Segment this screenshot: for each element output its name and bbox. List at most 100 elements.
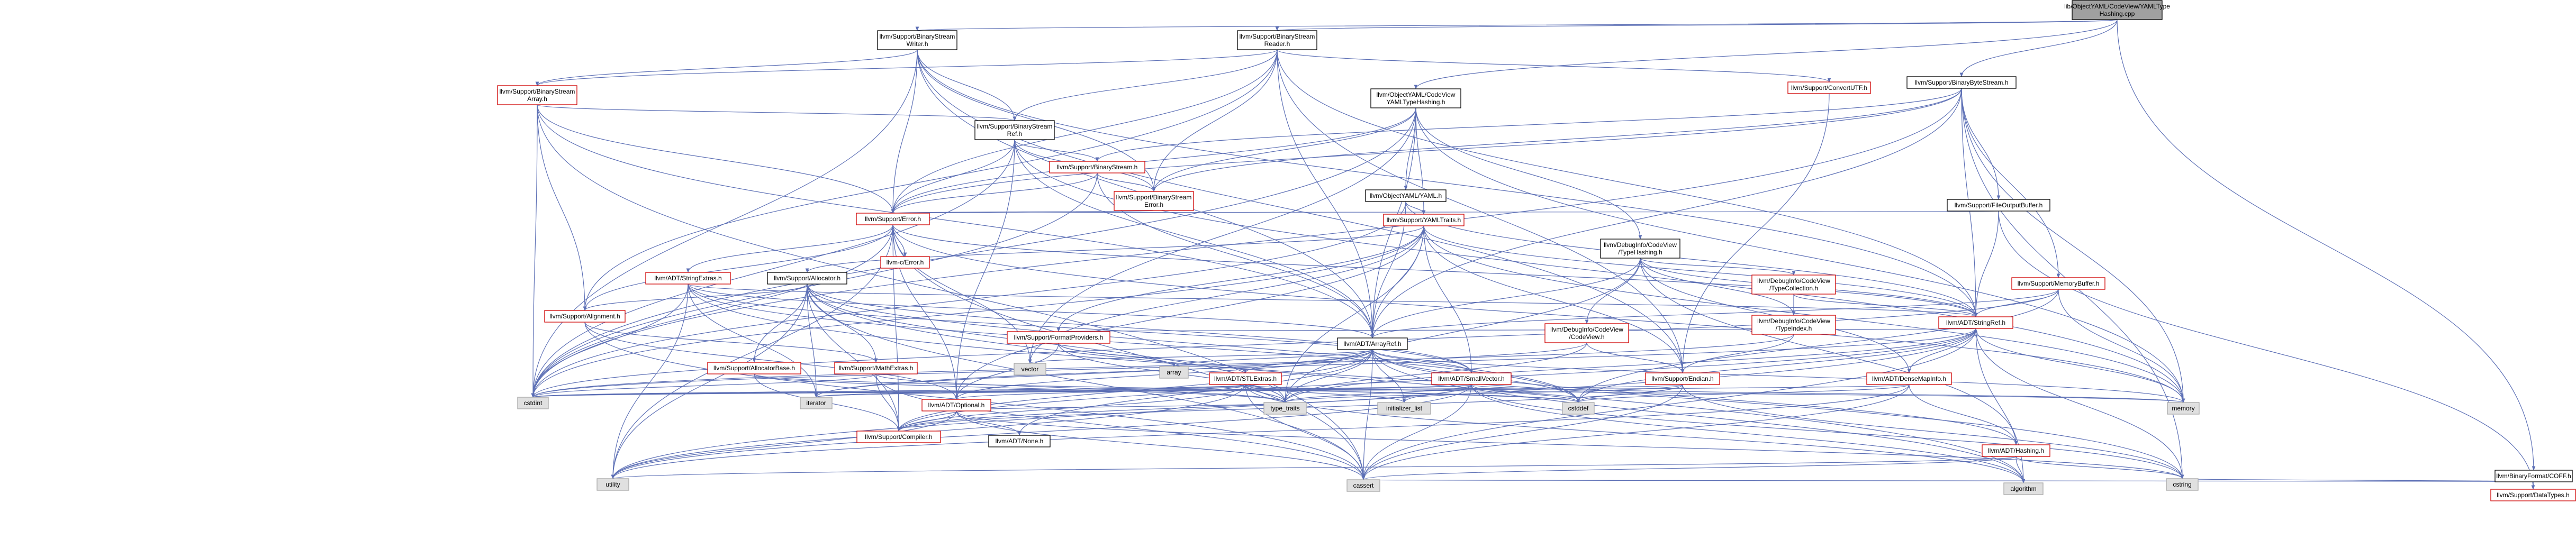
node-box — [1431, 372, 1512, 385]
header-node-llvm-support-memorybuffer-h[interactable]: llvm/Support/MemoryBuffer.h — [2011, 277, 2105, 290]
header-node-llvm-adt-none-h[interactable]: llvm/ADT/None.h — [988, 435, 1051, 447]
node-label: llvm/Support/MemoryBuffer.h — [2018, 280, 2100, 287]
edge-stlextras-to-cstddef — [1245, 384, 1580, 403]
header-node-llvm-support-mathextras-h[interactable]: llvm/Support/MathExtras.h — [834, 362, 918, 374]
node-label: llvm-c/Error.h — [887, 259, 924, 266]
edge-fob-to-stringref — [1974, 211, 1999, 317]
node-label: llvm/ADT/None.h — [996, 437, 1044, 445]
node-box — [1751, 315, 1836, 335]
header-node-llvm-support-formatproviders-h[interactable]: llvm/Support/FormatProviders.h — [1007, 331, 1110, 344]
header-node-llvm-adt-hashing-h[interactable]: llvm/ADT/Hashing.h — [1982, 444, 2050, 457]
node-box — [1906, 76, 2017, 89]
header-node-memory: memory — [2167, 402, 2200, 415]
node-label: memory — [2172, 405, 2194, 412]
edge-stringref-to-cstddef — [1576, 328, 1976, 403]
header-node-llvm-adt-optional-h[interactable]: llvm/ADT/Optional.h — [921, 399, 991, 411]
edge-oyaml-to-yamltraits — [1405, 201, 1426, 215]
header-node-llvm-adt-stringref-h[interactable]: llvm/ADT/StringRef.h — [1938, 316, 2013, 329]
header-node-llvm-objectyaml-yaml-h[interactable]: llvm/ObjectYAML/YAML.h — [1365, 189, 1447, 202]
edge-membuf-to-cstddef — [1576, 289, 2059, 403]
header-node-llvm-support-alignment-h[interactable]: llvm/Support/Alignment.h — [544, 310, 626, 323]
header-node-llvm-support-error-h[interactable]: llvm/Support/Error.h — [856, 213, 930, 225]
header-node-llvm-adt-stringextras-h[interactable]: llvm/ADT/StringExtras.h — [645, 272, 731, 285]
edge-arrayref-to-hashing — [1372, 349, 2018, 445]
header-node-cstddef: cstddef — [1562, 402, 1595, 415]
node-box — [544, 310, 626, 323]
edge-stringextras-to-arrayref — [688, 283, 1375, 339]
edge-bsw-to-bsref — [917, 49, 1017, 121]
node-box — [1014, 363, 1046, 376]
node-label: llvm/Support/BinaryStream — [1116, 194, 1192, 201]
header-node-lib-objectyaml-codeview-yamltype-hashing-cpp[interactable]: lib/ObjectYAML/CodeView/YAMLTypeHashing.… — [2064, 0, 2170, 20]
header-node-llvm-support-yamltraits-h[interactable]: llvm/Support/YAMLTraits.h — [1383, 214, 1465, 226]
edge-smallvec-to-initlist — [1402, 384, 1472, 403]
header-node-llvm-support-binarystream-h[interactable]: llvm/Support/BinaryStream.h — [1049, 161, 1145, 173]
header-node-cassert: cassert — [1346, 479, 1380, 492]
header-nodes: lib/ObjectYAML/CodeView/YAMLTypeHashing.… — [497, 0, 2576, 501]
header-node-llvm-support-allocatorbase-h[interactable]: llvm/Support/AllocatorBase.h — [707, 362, 801, 374]
header-node-llvm-c-error-h[interactable]: llvm-c/Error.h — [880, 256, 930, 269]
header-node-llvm-adt-smallvector-h[interactable]: llvm/ADT/SmallVector.h — [1431, 372, 1512, 385]
edge-bbs-to-arrayref — [1370, 88, 1962, 339]
edge-bbs-to-bstream — [1095, 88, 1962, 162]
edge-bsa-to-cassert — [537, 104, 1366, 480]
node-label: /TypeHashing.h — [1618, 249, 1662, 256]
node-label: utility — [605, 481, 620, 488]
node-box — [1982, 444, 2050, 457]
edge-stringref-to-cassert — [1361, 328, 1976, 480]
header-node-llvm-support-fileoutputbuffer-h[interactable]: llvm/Support/FileOutputBuffer.h — [1947, 199, 2050, 212]
edge-endian-to-typetraits — [1283, 384, 1683, 403]
node-box — [1544, 323, 1629, 343]
node-label: llvm/BinaryFormat/COFF.h — [2496, 472, 2571, 480]
header-node-llvm-adt-stlextras-h[interactable]: llvm/ADT/STLExtras.h — [1209, 372, 1282, 385]
header-node-array: array — [1159, 366, 1189, 379]
header-node-llvm-debuginfo-codeview-typeindex-h[interactable]: llvm/DebugInfo/CodeView/TypeIndex.h — [1751, 315, 1836, 335]
edge-fob-to-error — [892, 209, 1999, 214]
header-node-initializer-list: initializer_list — [1377, 402, 1431, 415]
header-node-llvm-debuginfo-codeview-typehashing-h[interactable]: llvm/DebugInfo/CodeView/TypeHashing.h — [1600, 239, 1680, 259]
node-box — [1263, 402, 1307, 415]
header-node-llvm-support-compiler-h[interactable]: llvm/Support/Compiler.h — [856, 431, 941, 443]
node-box — [988, 435, 1051, 447]
edge-densemapinfo-to-utility — [611, 384, 1910, 479]
header-node-llvm-support-allocator-h[interactable]: llvm/Support/Allocator.h — [767, 272, 847, 285]
node-label: llvm/Support/YAMLTraits.h — [1387, 216, 1461, 224]
header-node-llvm-adt-densemapinfo-h[interactable]: llvm/ADT/DenseMapInfo.h — [1866, 372, 1952, 385]
edge-bstream-to-error — [891, 172, 1098, 214]
edge-yamltraits-to-memory — [1423, 225, 2185, 403]
header-node-utility: utility — [596, 478, 629, 491]
edge-cvtypehash-to-typecoll — [1640, 258, 1796, 276]
edge-optional-to-none — [956, 410, 1022, 436]
header-node-llvm-support-convertutf-h[interactable]: llvm/Support/ConvertUTF.h — [1787, 81, 1871, 94]
node-label: llvm/ADT/DenseMapInfo.h — [1872, 375, 1946, 382]
node-label: Ref.h — [1007, 130, 1023, 138]
node-label: Array.h — [527, 95, 547, 103]
header-node-llvm-support-endian-h[interactable]: llvm/Support/Endian.h — [1645, 372, 1720, 385]
header-node-llvm-debuginfo-codeview-codeview-h[interactable]: llvm/DebugInfo/CodeView/CodeView.h — [1544, 323, 1629, 343]
edge-error-to-memory — [892, 224, 2185, 403]
node-box — [1159, 366, 1189, 379]
edge-bbs-to-fob — [1961, 88, 2001, 200]
edge-bsw-to-bsa — [535, 49, 918, 86]
node-box — [517, 397, 549, 409]
edge-bsa-to-alignment — [537, 104, 587, 311]
header-node-llvm-support-datatypes-h[interactable]: llvm/Support/DataTypes.h — [2490, 489, 2576, 501]
header-node-llvm-debuginfo-codeview-typecollection-h[interactable]: llvm/DebugInfo/CodeView/TypeCollection.h — [1751, 275, 1836, 295]
header-node-llvm-objectyaml-codeview-yamltypehashing-h[interactable]: llvm/ObjectYAML/CodeViewYAMLTypeHashing.… — [1370, 88, 1461, 108]
header-node-llvm-support-binarybytestream-h[interactable]: llvm/Support/BinaryByteStream.h — [1906, 76, 2017, 89]
header-node-type-traits: type_traits — [1263, 402, 1307, 415]
header-node-cstring: cstring — [2166, 478, 2199, 491]
edge-bstream-to-cstdint — [531, 172, 1098, 398]
edge-smallvec-to-algorithm — [1471, 384, 2026, 483]
edge-optional-to-utility — [611, 410, 957, 479]
header-node-cstdint: cstdint — [517, 397, 549, 409]
header-node-llvm-binaryformat-coff-h[interactable]: llvm/BinaryFormat/COFF.h — [2494, 470, 2573, 482]
header-node-llvm-adt-arrayref-h[interactable]: llvm/ADT/ArrayRef.h — [1337, 337, 1408, 350]
edge-stringextras-to-utility — [611, 283, 689, 479]
edge-yamltraits-to-fmtprov — [1056, 225, 1424, 332]
